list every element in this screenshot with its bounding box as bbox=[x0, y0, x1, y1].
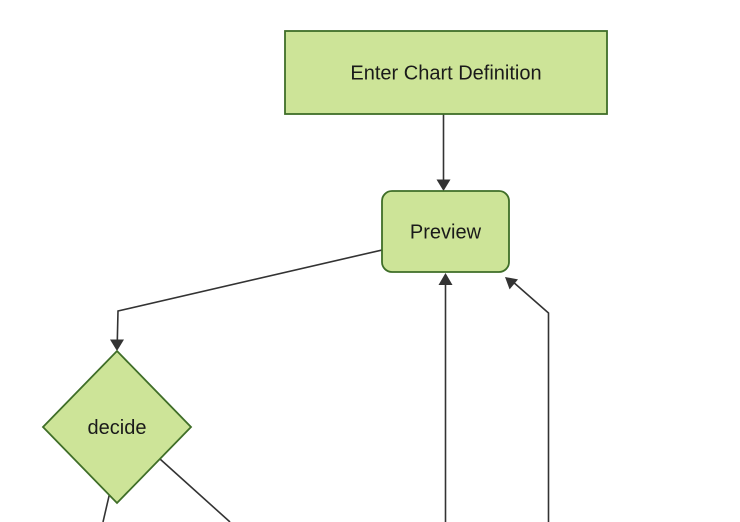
decide-diamond bbox=[41, 349, 193, 505]
preview-label: Preview bbox=[410, 222, 482, 244]
node-preview: Preview bbox=[381, 190, 510, 273]
edge-bottom-right-to-preview bbox=[511, 280, 550, 522]
arrowhead-bottom-right-to-preview bbox=[505, 277, 518, 290]
decide-label: decide bbox=[88, 417, 147, 439]
edge-preview-to-decide bbox=[116, 249, 383, 342]
arrowhead-bottom-to-preview bbox=[438, 273, 453, 285]
node-enter-chart-definition: Enter Chart Definition bbox=[284, 30, 608, 115]
enter-chart-definition-label: Enter Chart Definition bbox=[350, 63, 541, 85]
node-decide: decide bbox=[41, 349, 193, 505]
preview-box bbox=[381, 190, 510, 273]
nodes-layer: Enter Chart Definition Preview decide bbox=[41, 30, 608, 505]
edge-decide-to-bottom-right bbox=[159, 458, 231, 522]
edges-layer bbox=[102, 114, 550, 522]
enter-chart-definition-box bbox=[284, 30, 608, 115]
arrowhead-preview-to-decide bbox=[110, 339, 124, 351]
edge-decide-to-bottom-left bbox=[102, 493, 111, 522]
arrowhead-enter-to-preview bbox=[436, 179, 451, 191]
